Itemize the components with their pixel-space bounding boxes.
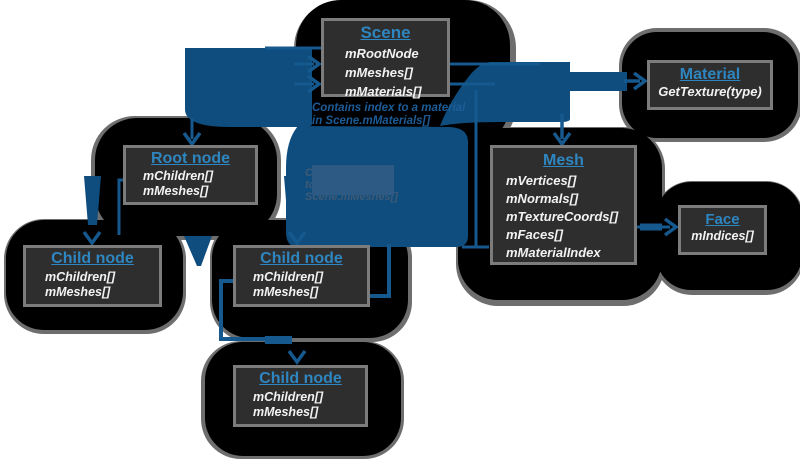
child-node-3-title: Child node xyxy=(259,370,342,387)
child-node-2-title: Child node xyxy=(260,250,343,267)
mesh-field-mvertices: mVertices[] xyxy=(506,173,577,189)
scene-title: Scene xyxy=(360,23,411,42)
arrowhead-scene-mmaterials xyxy=(306,74,322,94)
root-node-box: Root node mChildren[] mMeshes[] xyxy=(123,145,258,205)
child-node-2-field-mchildren: mChildren[] xyxy=(253,270,324,285)
root-node-field-mmeshes: mMeshes[] xyxy=(143,184,209,199)
blue-blob-scene-to-material xyxy=(440,62,570,126)
arrowhead-root xyxy=(182,131,202,147)
mesh-field-mtexturecoords: mTextureCoords[] xyxy=(506,209,619,225)
scene-field-mrootnode: mRootNode xyxy=(345,45,419,61)
face-box: Face mIndices[] xyxy=(678,205,767,255)
child-node-1-box: Child node mChildren[] mMeshes[] xyxy=(23,245,162,307)
root-node-title: Root node xyxy=(150,150,231,167)
arrowhead-scene-mmeshes xyxy=(306,54,322,74)
mesh-field-mnormals: mNormals[] xyxy=(506,191,579,207)
face-title: Face xyxy=(705,211,740,228)
arrowhead-material xyxy=(632,71,648,91)
material-note-line1: Contains index to a material xyxy=(312,102,466,114)
child-node-1-field-mchildren: mChildren[] xyxy=(45,270,116,285)
scene-field-mmeshes: mMeshes[] xyxy=(345,64,413,80)
line-to-mesh-mmaterialindex xyxy=(462,90,489,249)
mesh-box: Mesh mVertices[] mNormals[] mTextureCoor… xyxy=(490,145,637,265)
mesh-field-mmaterialindex: mMaterialIndex xyxy=(506,245,601,261)
child-node-1-field-mmeshes: mMeshes[] xyxy=(45,285,111,300)
thick-bar-to-material xyxy=(565,72,627,91)
arrowhead-mesh xyxy=(552,131,572,147)
middle-funnel xyxy=(184,236,212,266)
blue-blob-left-of-scene xyxy=(185,48,312,127)
child-node-2-field-mmeshes: mMeshes[] xyxy=(253,285,319,300)
root-node-field-mchildren: mChildren[] xyxy=(143,169,214,184)
mesh-field-mfaces: mFaces[] xyxy=(506,227,564,243)
child-node-3-field-mchildren: mChildren[] xyxy=(253,390,324,405)
child-node-3-field-mmeshes: mMeshes[] xyxy=(253,405,319,420)
arrowhead-child2 xyxy=(287,230,307,246)
arrowhead-face xyxy=(663,217,679,237)
material-title: Material xyxy=(679,66,741,83)
arrowhead-child1 xyxy=(82,230,102,246)
mesh-note-cover xyxy=(312,165,394,195)
material-note: Contains index to a material in Scene.mM… xyxy=(312,102,465,128)
scene-box: Scene mRootNode mMeshes[] mMaterials[] xyxy=(321,18,450,99)
material-note-line2: in Scene.mMaterials[] xyxy=(312,115,431,127)
child-node-2-box: Child node mChildren[] mMeshes[] xyxy=(233,245,370,307)
arrowhead-child3 xyxy=(287,349,307,365)
material-field-gettexture: GetTexture(type) xyxy=(658,84,762,100)
child-node-3-box: Child node mChildren[] mMeshes[] xyxy=(233,365,368,427)
scene-field-mmaterials: mMaterials[] xyxy=(345,83,422,99)
root-to-child2-bar xyxy=(284,176,301,225)
mesh-title: Mesh xyxy=(543,152,584,169)
child-node-1-title: Child node xyxy=(51,250,134,267)
face-field-mindices: mIndices[] xyxy=(691,229,754,244)
root-to-child1-bar xyxy=(84,176,101,225)
material-box: Material GetTexture(type) xyxy=(647,60,773,110)
